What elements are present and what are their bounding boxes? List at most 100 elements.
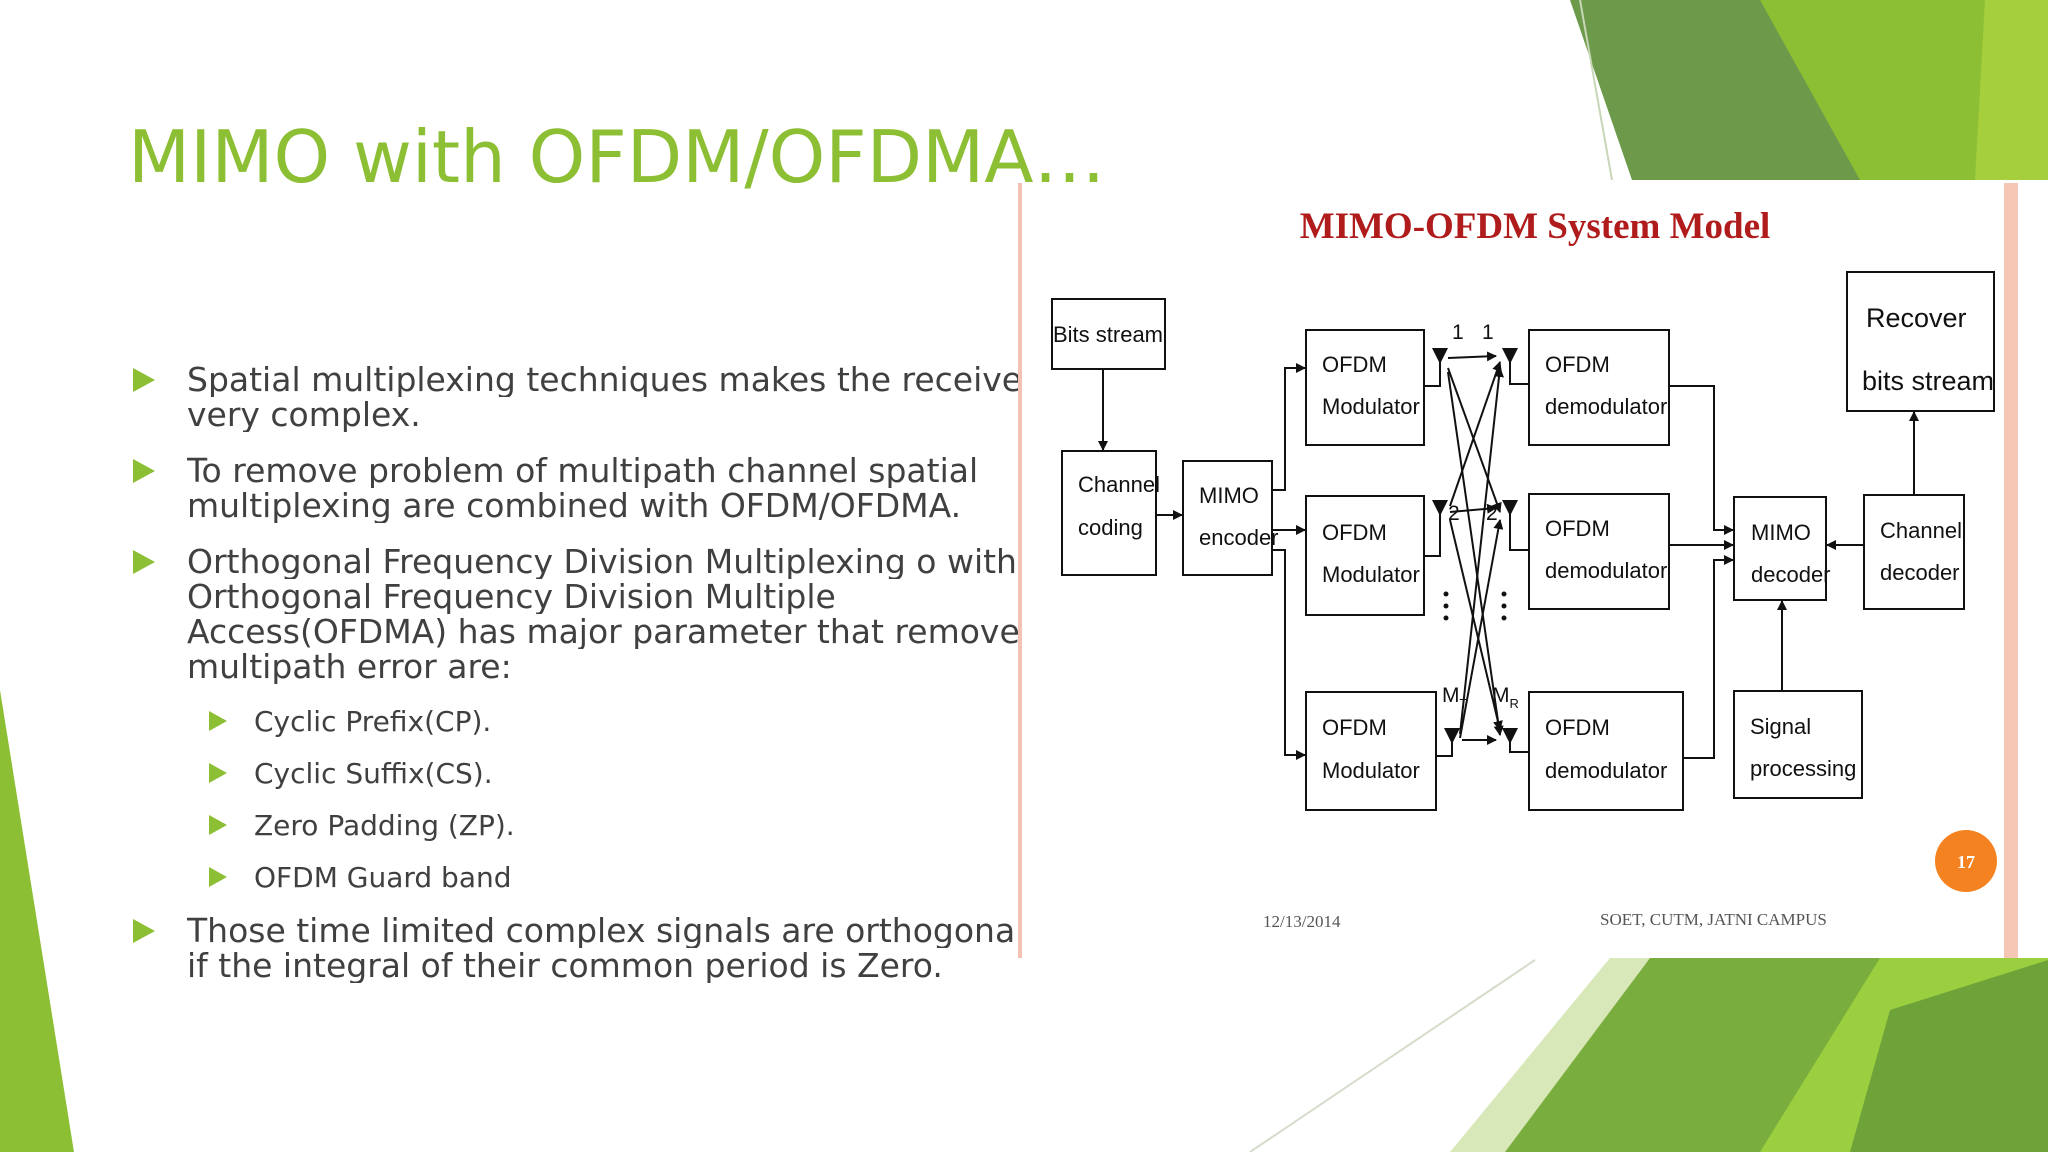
antenna-icon [1432,348,1448,364]
antenna-icon [1444,728,1460,744]
page-number-badge [1935,830,1997,892]
bullet-line: Orthogonal Frequency Division Multiplexi… [187,544,1017,579]
ofdm-demodulator-2-label-2: demodulator [1545,558,1667,583]
rx-antenna-2-lead [1509,500,1528,551]
ofdm-demodulator-2-box [1528,493,1670,610]
ofdm-modulator-1-label-2: Modulator [1322,394,1420,419]
footer-date: 12/13/2014 [1263,912,1341,931]
bullet-item-1: Spatial multiplexing techniques makes th… [130,362,1036,432]
ofdm-demodulator-1-label-1: OFDM [1545,352,1610,377]
bullet-item-2: To remove problem of multipath channel s… [130,453,1018,523]
top-right-shape-edge [1975,0,2048,180]
bullet-arrow-icon [133,550,155,574]
bits-stream-box [1051,298,1166,370]
ellipsis-dot [1501,603,1507,609]
ellipsis-dot [1443,591,1449,597]
footer-source: SOET, CUTM, JATNI CAMPUS [1600,910,1827,929]
mimo-decoder-label-1: MIMO [1751,520,1811,545]
bullet-line: Access(OFDMA) has major parameter that r… [187,614,1020,649]
channel-decoder-box [1863,494,1965,610]
bullet-arrow-icon [209,711,227,731]
bullet-line: Cyclic Suffix(CS). [254,757,493,790]
bullet-line: Orthogonal Frequency Division Multiple [187,579,836,614]
channel-coding-label-1: Channel [1078,472,1160,497]
bullet-item-3: Orthogonal Frequency Division Multiplexi… [130,544,1020,684]
rx-antenna-label-2: 2 [1486,502,1498,525]
edge-encoder-to-mod3 [1272,549,1306,760]
channel-path [1447,371,1504,736]
bullet-line: if the integral of their common period i… [187,948,943,983]
ofdm-modulator-3-label-2: Modulator [1322,758,1420,783]
signal-processing-label-1: Signal [1750,714,1811,739]
channel-path [1447,367,1502,513]
sub-bullet-item-2: Cyclic Suffix(CS). [130,757,1018,791]
mimo-encoder-label-1: MIMO [1199,483,1259,508]
bullet-arrow-icon [209,815,227,835]
ellipsis-dot [1501,615,1507,621]
page-number: 17 [1957,852,1975,872]
top-right-thin-line [1579,0,1613,181]
ofdm-modulator-1-box [1305,329,1425,446]
tx-antenna-2-lead [1424,500,1441,557]
channel-decoder-label-2: decoder [1880,560,1960,585]
signal-processing-label-2: processing [1750,756,1856,781]
bullet-line: Zero Padding (ZP). [254,809,515,842]
ofdm-demodulator-2-label-1: OFDM [1545,516,1610,541]
ofdm-modulator-2-label-1: OFDM [1322,520,1387,545]
edge-encoder-to-mod1 [1272,363,1306,491]
ofdm-modulator-3-box [1305,691,1437,811]
diagram-title: MIMO-OFDM System Model [1300,206,1771,247]
ellipsis-dot [1443,603,1449,609]
channel-path [1449,519,1503,731]
antenna-icon [1502,500,1518,516]
channel-path [1447,351,1497,362]
bottom-thin-line [1249,959,1536,1152]
channel-decoder-label-1: Channel [1880,518,1962,543]
antenna-icon [1432,500,1448,516]
bullet-line: multiplexing are combined with OFDM/OFDM… [187,488,962,523]
channel-coding-label-2: coding [1078,515,1143,540]
recover-label-1: Recover [1866,303,1967,333]
ofdm-demodulator-1-box [1528,329,1670,446]
tx-antenna-label-1: 1 [1452,321,1464,344]
bullet-arrow-icon [133,368,155,392]
mimo-encoder-label-2: encoder [1199,525,1279,550]
bullet-item-4: Those time limited complex signals are o… [130,913,1024,983]
bullet-arrow-icon [133,919,155,943]
ofdm-modulator-3-label-1: OFDM [1322,715,1387,740]
recover-bits-stream-box [1846,271,1995,412]
tx-antenna-label-2: 2 [1448,502,1460,525]
bullet-line: OFDM Guard band [254,861,512,894]
ofdm-demodulator-3-label-2: demodulator [1545,758,1667,783]
ellipsis-dot [1443,615,1449,621]
bullet-line: Spatial multiplexing techniques makes th… [187,362,1036,397]
sub-bullet-item-4: OFDM Guard band [130,861,1018,895]
ofdm-modulator-2-box [1305,495,1425,616]
sub-bullet-item-1: Cyclic Prefix(CP). [130,705,1018,739]
left-bottom-shape [0,690,74,1152]
antenna-icon [1502,348,1518,364]
top-right-shape-light [1760,0,2048,180]
ofdm-modulator-1-label-1: OFDM [1322,352,1387,377]
rx-antenna-label-1: 1 [1482,321,1494,344]
channel-coding-box [1061,450,1157,576]
bits-stream-label: Bits stream [1053,322,1163,347]
ofdm-demodulator-3-box [1528,691,1684,811]
mimo-ofdm-diagram: MIMO-OFDM System Model Bits stream Chann… [1018,183,2018,958]
diagram-right-border [2004,183,2018,958]
bullet-line: multipath error are: [187,649,512,684]
edge-demod1-to-decoder [1669,385,1734,535]
bullet-line: To remove problem of multipath channel s… [187,453,979,488]
channel-path [1459,519,1504,739]
bullet-line: Cyclic Prefix(CP). [254,705,492,738]
channel-path [1449,361,1502,507]
bullet-arrow-icon [133,459,155,483]
bullet-arrow-icon [209,763,227,783]
antenna-icon [1502,728,1518,744]
ofdm-demodulator-1-label-2: demodulator [1545,394,1667,419]
channel-path [1449,503,1497,514]
mimo-encoder-box [1182,460,1273,576]
sub-bullet-item-3: Zero Padding (ZP). [130,809,1018,843]
signal-processing-box [1733,690,1863,799]
